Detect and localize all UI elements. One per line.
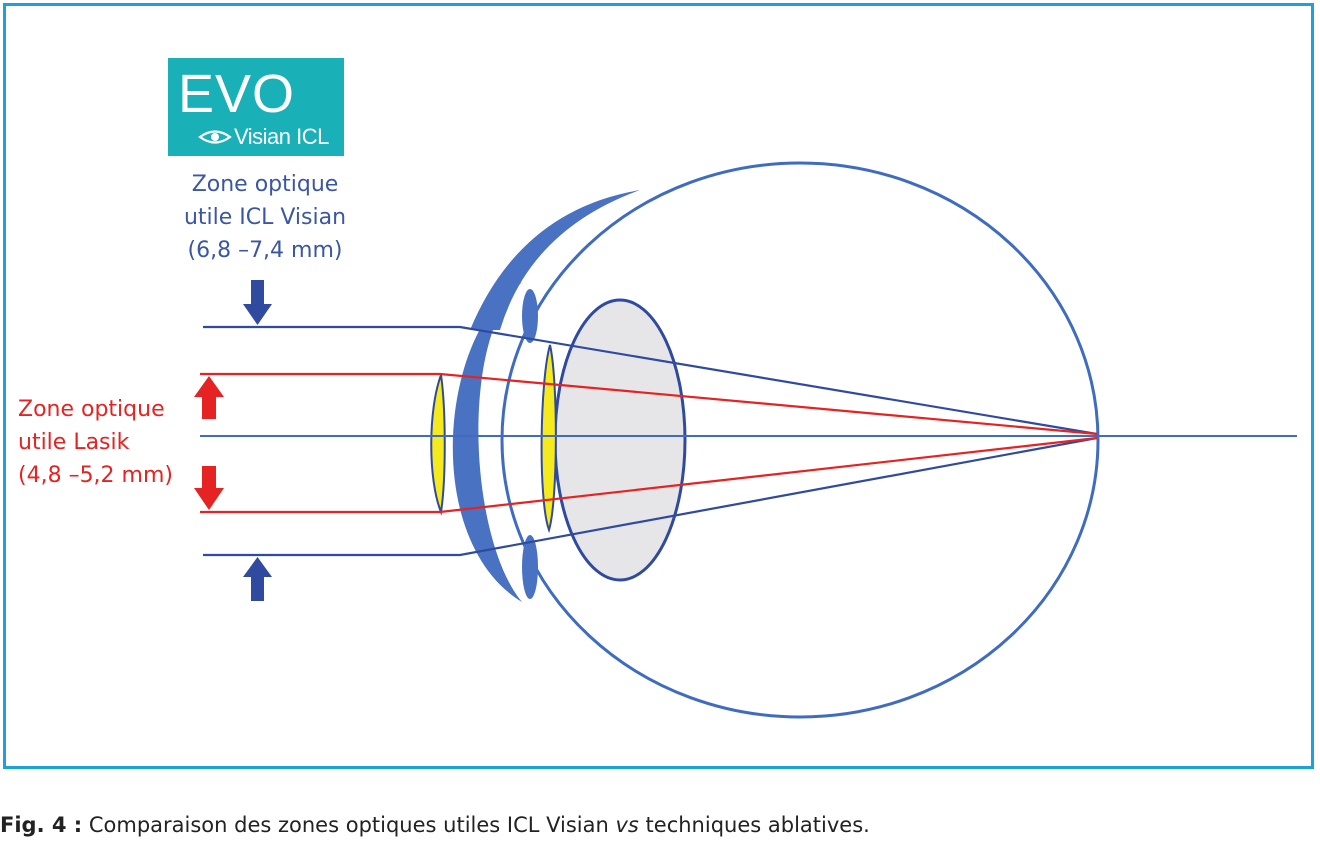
lasik-label-line-2: utile Lasik — [18, 430, 130, 455]
lasik-label-line-1: Zone optique — [18, 397, 165, 422]
icl-label-line-3: (6,8 –7,4 mm) — [187, 238, 343, 263]
arrow-lasik-down — [194, 466, 224, 510]
icl-label-line-1: Zone optique — [191, 172, 339, 197]
arrow-icl-up — [243, 557, 272, 601]
arrow-icl-down — [243, 280, 272, 325]
icl-zone-label: Zone optique utile ICL Visian (6,8 –7,4 … — [150, 168, 380, 267]
arrow-lasik-up — [194, 376, 224, 419]
caption-italic: vs — [615, 813, 639, 837]
ray-lasik-upper — [200, 372, 1098, 436]
caption-text-after: techniques ablatives. — [638, 813, 870, 837]
iris-lower — [522, 535, 538, 599]
ray-icl-upper — [203, 325, 1098, 436]
caption-prefix: Fig. 4 : — [0, 813, 83, 837]
ray-icl-lower — [203, 436, 1098, 557]
crystalline-lens — [553, 298, 687, 582]
lasik-ablation-zone — [430, 374, 446, 516]
logo-brand: EVO — [178, 64, 296, 124]
eyeball-outline — [500, 161, 1100, 719]
lasik-label-line-3: (4,8 –5,2 mm) — [18, 463, 173, 488]
caption-text-before: Comparaison des zones optiques utiles IC… — [82, 813, 616, 837]
icl-implant — [540, 344, 557, 534]
evo-visian-icl-logo: EVO Visian ICL — [168, 58, 344, 156]
iris-upper — [522, 289, 538, 343]
logo-subtitle: Visian ICL — [234, 124, 329, 149]
sclera-thick-arc — [470, 190, 640, 330]
icl-label-line-2: utile ICL Visian — [183, 205, 347, 230]
ray-lasik-lower — [200, 436, 1098, 514]
figure-caption: Fig. 4 : Comparaison des zones optiques … — [0, 813, 870, 837]
cornea — [452, 282, 522, 602]
lasik-zone-label: Zone optique utile Lasik (4,8 –5,2 mm) — [18, 393, 208, 492]
eye-icon — [198, 130, 232, 144]
